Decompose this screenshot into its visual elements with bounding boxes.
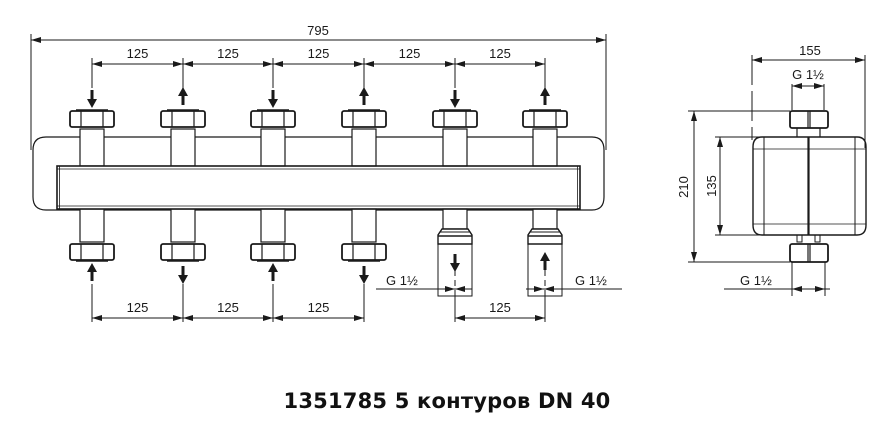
side-body [752, 136, 867, 236]
arrow-down-icon [178, 266, 188, 284]
spacing-label: 125 [217, 300, 239, 315]
bottom-pipe [442, 208, 468, 230]
dimension-bottom-thread: G 1½ [724, 262, 830, 296]
manifold-back-plate [32, 136, 605, 211]
top-spacing-dimensions: 125 125 125 125 125 [92, 46, 545, 67]
spacing-label: 125 [308, 46, 330, 61]
bottom-pipe [170, 208, 196, 243]
bottom-pipe [79, 208, 105, 243]
spacing-label: 125 [399, 46, 421, 61]
dimension-side-body-height: 135 [704, 136, 760, 236]
top-port-nut [522, 109, 568, 128]
top-port-nut [250, 109, 296, 128]
top-port-nut [432, 109, 478, 128]
spacing-label: 125 [489, 46, 511, 61]
arrow-up-icon [540, 252, 550, 270]
side-width-label: 155 [799, 43, 821, 58]
top-pipe [170, 128, 196, 167]
dimension-overall-width: 795 [30, 23, 607, 150]
top-spacing-dimension: 125 [183, 46, 273, 67]
arrow-up-icon [268, 263, 278, 281]
arrow-up-icon [359, 87, 369, 105]
thread-label-right: G 1½ [575, 273, 607, 288]
side-top-nut [789, 110, 829, 137]
bottom-spacing-dimension: 125 [183, 300, 273, 321]
arrow-down-icon [359, 266, 369, 284]
spacing-label: 125 [489, 300, 511, 315]
overall-width-label: 795 [307, 23, 329, 38]
bottom-port-nut [160, 243, 206, 262]
top-pipe [351, 128, 377, 167]
bottom-pipe [260, 208, 286, 243]
dimension-side-width: 155 [751, 43, 866, 148]
bottom-port-nut [250, 243, 296, 262]
top-spacing-dimension: 125 [364, 46, 455, 67]
flow-arrows [87, 58, 550, 322]
thread-dimension-main: G 1½ G 1½ [376, 273, 622, 292]
arrow-down-icon [87, 90, 97, 108]
port-pipes [79, 128, 558, 243]
bottom-port-nut [69, 243, 115, 262]
top-pipe [442, 128, 468, 167]
bottom-pipe [351, 208, 377, 243]
top-pipe [79, 128, 105, 167]
arrow-up-icon [540, 87, 550, 105]
arrow-up-icon [87, 263, 97, 281]
port-nuts [69, 109, 568, 297]
top-port-nut [160, 109, 206, 128]
spacing-label: 125 [308, 300, 330, 315]
front-view: 795 125 125 125 125 125 125 125 125 125 G 1½ [30, 23, 622, 322]
arrow-up-icon [178, 87, 188, 105]
dimension-top-thread: G 1½ [791, 67, 825, 110]
arrow-down-icon [268, 90, 278, 108]
top-pipe [260, 128, 286, 167]
side-bottom-thread-label: G 1½ [740, 273, 772, 288]
manifold-header-tube [56, 165, 581, 210]
top-port-nut [69, 109, 115, 128]
arrow-down-icon [450, 90, 460, 108]
bottom-spacing-dimensions: 125 125 125 125 [92, 300, 545, 321]
bottom-spacing-dimension: 125 [455, 300, 545, 321]
side-height-label: 210 [676, 176, 691, 198]
side-top-thread-label: G 1½ [792, 67, 824, 82]
top-spacing-dimension: 125 [455, 46, 545, 67]
bottom-spacing-dimension: 125 [92, 300, 183, 321]
top-spacing-dimension: 125 [92, 46, 183, 67]
top-pipe [532, 128, 558, 167]
bottom-port-nut [341, 243, 387, 262]
side-bottom-nut [789, 234, 829, 263]
top-port-nut [341, 109, 387, 128]
product-caption: 1351785 5 контуров DN 40 [283, 389, 611, 413]
spacing-label: 125 [127, 300, 149, 315]
spacing-label: 125 [217, 46, 239, 61]
spacing-label: 125 [127, 46, 149, 61]
thread-label-left: G 1½ [386, 273, 418, 288]
dimension-side-height: 210 [676, 110, 790, 263]
side-view: 155 G 1½ 210 135 [676, 43, 867, 296]
top-spacing-dimension: 125 [273, 46, 364, 67]
bottom-spacing-dimension: 125 [273, 300, 364, 321]
side-body-height-label: 135 [704, 175, 719, 197]
bottom-pipe [532, 208, 558, 230]
arrow-down-icon [450, 254, 460, 272]
